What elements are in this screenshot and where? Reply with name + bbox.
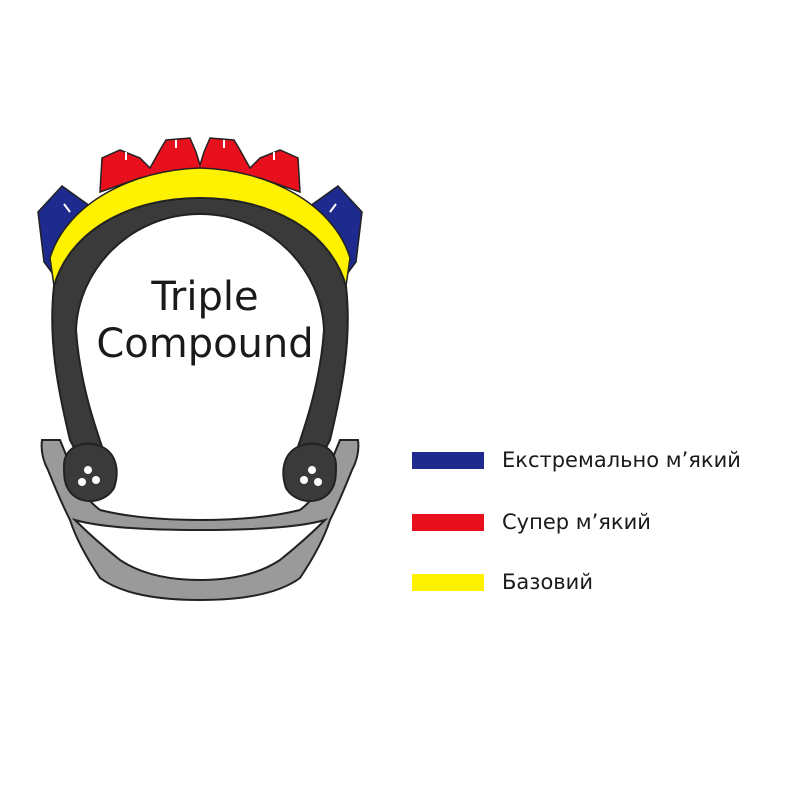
left-bead xyxy=(62,442,118,503)
rim-inner-channel xyxy=(71,517,329,582)
right-bead xyxy=(282,442,338,503)
legend-swatch-base xyxy=(412,573,484,591)
legend-label-base: Базовий xyxy=(502,570,593,594)
super-soft-knobs xyxy=(99,137,301,194)
title-line-2: Compound xyxy=(96,321,313,367)
legend-item-super-soft: Супер м’який xyxy=(412,510,651,534)
legend-item-base: Базовий xyxy=(412,570,593,594)
legend-swatch-extreme-soft xyxy=(412,451,484,469)
legend-swatch-super-soft xyxy=(412,513,484,531)
legend-item-extreme-soft: Екстремально м’який xyxy=(412,448,741,472)
rim xyxy=(40,439,360,602)
knob-sipes xyxy=(63,140,337,213)
legend-label-extreme-soft: Екстремально м’який xyxy=(502,448,741,472)
legend-label-super-soft: Супер м’який xyxy=(502,510,651,534)
title-line-1: Triple xyxy=(150,274,258,320)
